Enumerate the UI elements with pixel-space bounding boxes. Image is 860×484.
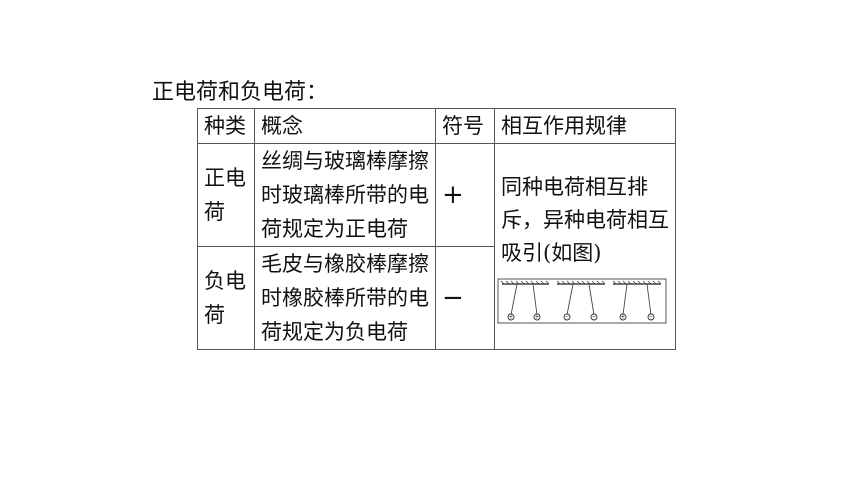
charge-table: 种类 概念 符号 相互作用规律 正电荷 丝绸与玻璃棒摩擦时玻璃棒所带的电荷规定为… [197,108,676,350]
concept-negative: 毛皮与橡胶棒摩擦时橡胶棒所带的电荷规定为负电荷 [254,246,436,350]
interaction-rule-text: 同种电荷相互排斥，异种电荷相互吸引(如图) [501,175,669,265]
interaction-rule-cell: 同种电荷相互排斥，异种电荷相互吸引(如图) + + [494,143,676,350]
table-header-row: 种类 概念 符号 相互作用规律 [197,108,676,144]
pendulum-pair-unlike: + − [619,283,655,321]
section-heading: 正电荷和负电荷： [152,80,329,105]
pendulum-pair-like-positive: + + [507,283,541,321]
header-kind: 种类 [197,108,255,144]
ball-sign: + [535,315,539,321]
concept-positive: 丝绸与玻璃棒摩擦时玻璃棒所带的电荷规定为正电荷 [254,143,436,247]
diagram-frame [497,278,667,324]
pith-ball [563,313,571,321]
ball-sign: − [649,315,653,321]
pith-ball [590,313,598,321]
header-interaction-rule: 相互作用规律 [494,108,676,144]
header-symbol: 符号 [435,108,495,144]
kind-negative: 负电荷 [197,246,255,350]
pith-ball [533,313,541,321]
ball-sign: − [592,315,596,321]
pith-ball [507,313,515,321]
pith-ball [619,313,627,321]
pith-ball [647,313,655,321]
ball-sign: + [509,315,513,321]
table-row-negative: 负电荷 毛皮与橡胶棒摩擦时橡胶棒所带的电荷规定为负电荷 − [197,246,676,350]
symbol-negative: − [435,246,495,350]
charge-diagram: + + − − + − [497,278,667,324]
diagram-ceiling [500,280,662,285]
kind-positive: 正电荷 [197,143,255,247]
symbol-positive: + [435,143,495,247]
pendulum-pair-like-negative: − − [563,283,598,321]
table-row-positive: 正电荷 丝绸与玻璃棒摩擦时玻璃棒所带的电荷规定为正电荷 + 同种电荷相互排斥，异… [197,143,676,350]
header-concept: 概念 [254,108,436,144]
ball-sign: − [565,315,569,321]
ball-sign: + [621,315,625,321]
